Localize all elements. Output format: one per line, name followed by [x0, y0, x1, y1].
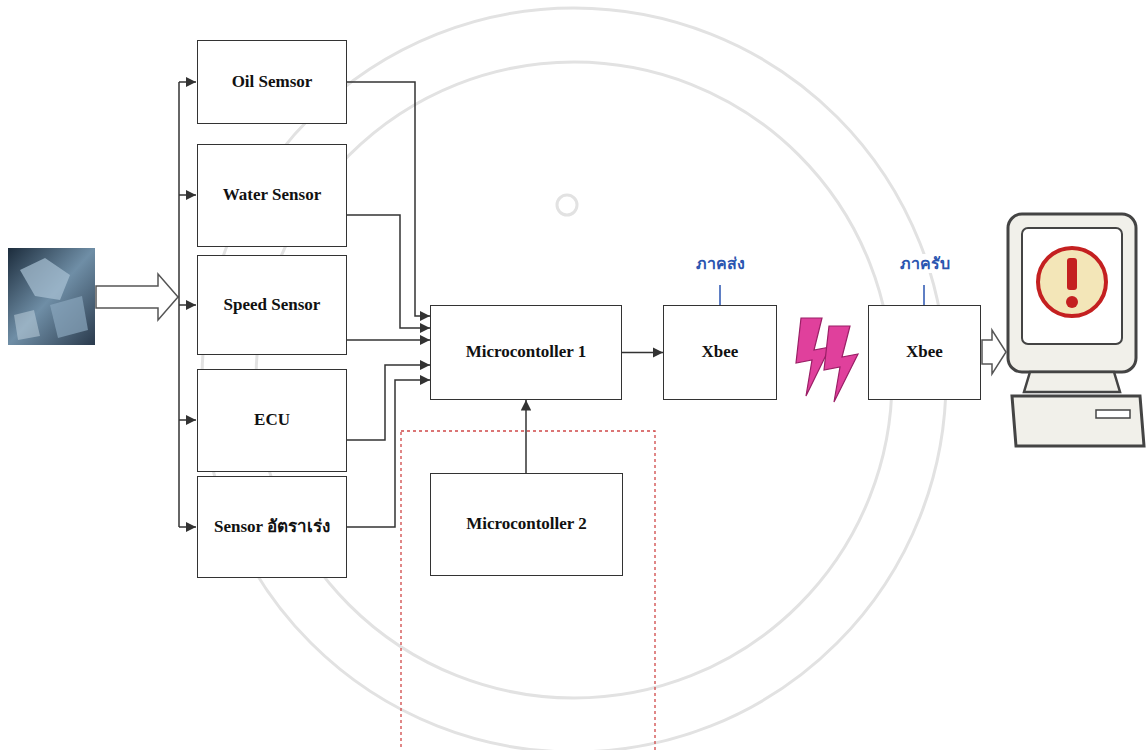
controller-box: Microcontoller 2 — [430, 473, 623, 576]
ecu-box: ECU — [197, 369, 347, 472]
sensor-bus — [179, 82, 196, 527]
leader-line — [923, 285, 925, 305]
connector-arrow — [347, 82, 430, 316]
connector-arrow — [347, 380, 430, 527]
hollow-arrow — [982, 330, 1006, 374]
box-label: ECU — [250, 410, 294, 430]
radio-box: ภาครับXbee — [868, 305, 981, 400]
dashed-frame — [401, 431, 655, 750]
sensor-box: Water Sensor — [197, 144, 347, 247]
connector-arrow — [347, 365, 430, 440]
radio-box: ภาคส่งXbee — [663, 305, 777, 400]
leader-line — [719, 285, 721, 305]
hollow-arrow — [96, 274, 178, 320]
controller-box: Microcontoller 1 — [430, 305, 622, 400]
engine-photo — [8, 248, 95, 345]
wireless-symbol — [796, 318, 858, 402]
box-label: Sensor อัตราเร่ง — [210, 517, 334, 537]
box-label: Oil Semsor — [228, 72, 317, 92]
connector-arrow — [347, 339, 430, 341]
box-label: Water Sensor — [219, 185, 325, 205]
box-label: Speed Sensor — [220, 295, 325, 315]
sensor-box: Oil Semsor — [197, 40, 347, 124]
section-heading: ภาครับ — [897, 254, 953, 273]
sensor-box: Sensor อัตราเร่ง — [197, 476, 347, 578]
box-label: Microcontoller 1 — [462, 342, 591, 362]
computer-icon — [1008, 214, 1144, 446]
box-label: Microcontoller 2 — [462, 514, 591, 534]
box-label: Xbee — [902, 342, 947, 362]
section-heading: ภาคส่ง — [693, 254, 748, 273]
connector-arrow — [347, 215, 430, 328]
box-label: Xbee — [698, 342, 743, 362]
sensor-box: Speed Sensor — [197, 255, 347, 355]
connector-arrow — [622, 352, 663, 354]
connector-arrow — [525, 400, 527, 473]
